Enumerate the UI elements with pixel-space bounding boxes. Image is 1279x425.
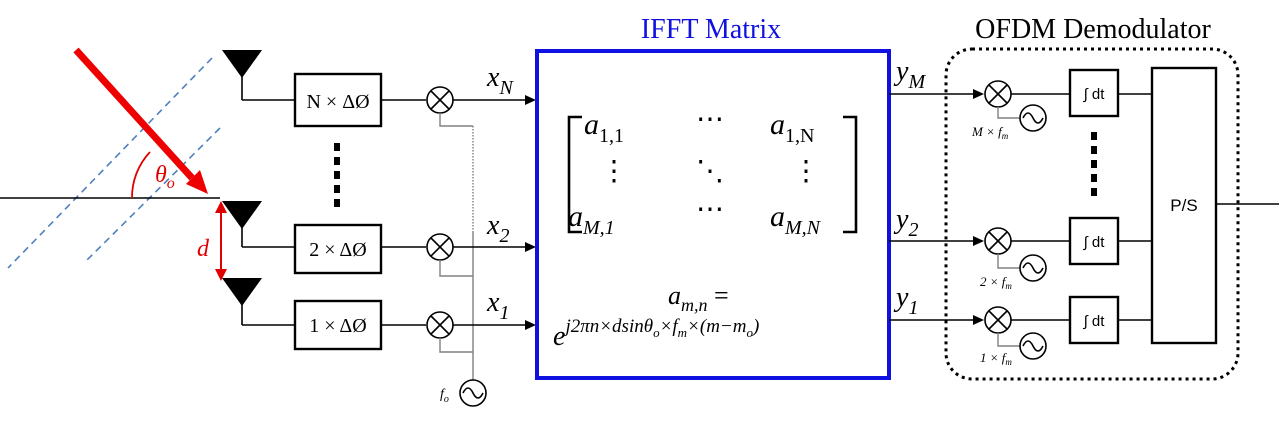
matrix-entry-a11: a1,1 bbox=[584, 108, 624, 147]
ps-label: P/S bbox=[1170, 196, 1197, 215]
integrator-middle: ∫ dt bbox=[1068, 216, 1120, 266]
matrix-entry-a1N: a1,N bbox=[770, 108, 814, 147]
lo-oscillator: fo bbox=[440, 379, 487, 407]
angle-arc bbox=[131, 151, 151, 199]
integrator-top: ∫ dt bbox=[1068, 68, 1120, 118]
phase-shifter-label: 1 × ΔØ bbox=[309, 315, 366, 337]
demod-mixer-top bbox=[984, 80, 1012, 108]
phase-shifter-label: N × ΔØ bbox=[306, 91, 369, 113]
mixer-top bbox=[426, 86, 454, 114]
demod-oscillator-bottom: 1 × fm bbox=[980, 332, 1047, 367]
integrator-label: ∫ dt bbox=[1083, 313, 1106, 330]
signal-label-y2: y2 bbox=[893, 204, 918, 241]
phase-shifter-top: N × ΔØ bbox=[293, 72, 383, 128]
integrator-label: ∫ dt bbox=[1083, 86, 1106, 103]
signal-label-yM: yM bbox=[893, 56, 926, 93]
wavefront-line-2 bbox=[84, 127, 221, 263]
osc-label-1: 1 × fm bbox=[980, 350, 1012, 367]
integrator-label: ∫ dt bbox=[1083, 234, 1106, 251]
lo-distribution bbox=[439, 113, 474, 380]
signal-label-x2: x2 bbox=[486, 210, 509, 247]
phase-shifter-middle: 2 × ΔØ bbox=[293, 223, 383, 275]
input-arrows bbox=[453, 95, 536, 330]
signal-label-xN: xN bbox=[486, 62, 514, 99]
output-arrows bbox=[889, 89, 984, 325]
demod-oscillator-middle: 2 × fm bbox=[980, 254, 1047, 291]
integrator-bottom: ∫ dt bbox=[1068, 295, 1120, 345]
lo-label: fo bbox=[440, 387, 449, 405]
ifft-matrix-box bbox=[535, 49, 891, 380]
matrix-hdots-top: ⋯ bbox=[696, 104, 724, 135]
osc-label-2: 2 × fm bbox=[980, 274, 1012, 291]
osc-label-m: M × fm bbox=[971, 124, 1009, 141]
demod-mixer-bottom bbox=[984, 306, 1012, 334]
phase-shifter-ellipsis bbox=[334, 143, 340, 207]
demod-lo-wires bbox=[997, 107, 1020, 347]
antenna-middle bbox=[222, 201, 295, 248]
wavefronts bbox=[7, 57, 221, 269]
matrix-entry-aM1: aM,1 bbox=[568, 200, 615, 239]
matrix-brackets bbox=[567, 115, 858, 234]
signal-label-y1: y1 bbox=[893, 282, 918, 319]
matrix-title: IFFT Matrix bbox=[641, 14, 781, 45]
signal-label-x1: x1 bbox=[486, 287, 509, 324]
angle-label: θo bbox=[155, 162, 175, 192]
matrix-ddots: ⋱ bbox=[696, 156, 724, 187]
antenna-icon bbox=[222, 201, 262, 229]
matrix-vdots-left: ⋮ bbox=[600, 156, 628, 187]
phase-shifter-label: 2 × ΔØ bbox=[309, 239, 366, 261]
integrator-ellipsis bbox=[1091, 132, 1097, 196]
antenna-top bbox=[222, 50, 295, 101]
formula-lhs: am,n = bbox=[668, 281, 729, 315]
demod-title: OFDM Demodulator bbox=[975, 14, 1211, 45]
spacing-label: d bbox=[197, 236, 210, 262]
element-spacing-marker: d bbox=[197, 201, 227, 281]
wavefront-line-1 bbox=[7, 57, 213, 269]
demod-mixer-middle bbox=[984, 227, 1012, 255]
matrix-vdots-right: ⋮ bbox=[792, 156, 820, 187]
antenna-icon bbox=[222, 278, 262, 306]
demod-oscillator-top: M × fm bbox=[971, 104, 1047, 141]
matrix-hdots-bottom: ⋯ bbox=[696, 194, 724, 225]
incident-beam-arrow bbox=[73, 47, 208, 194]
formula-rhs: ej2πn×dsinθo×fm×(m−mo) bbox=[553, 316, 759, 352]
antenna-bottom bbox=[222, 278, 295, 326]
phase-shifter-bottom: 1 × ΔØ bbox=[293, 299, 383, 351]
mixer-bottom bbox=[426, 311, 454, 339]
mixer-middle bbox=[426, 233, 454, 261]
matrix-entry-aMN: aM,N bbox=[770, 200, 822, 239]
demod-box bbox=[944, 47, 1240, 381]
antenna-icon bbox=[222, 50, 262, 78]
parallel-to-serial-block: P/S bbox=[1150, 66, 1218, 345]
